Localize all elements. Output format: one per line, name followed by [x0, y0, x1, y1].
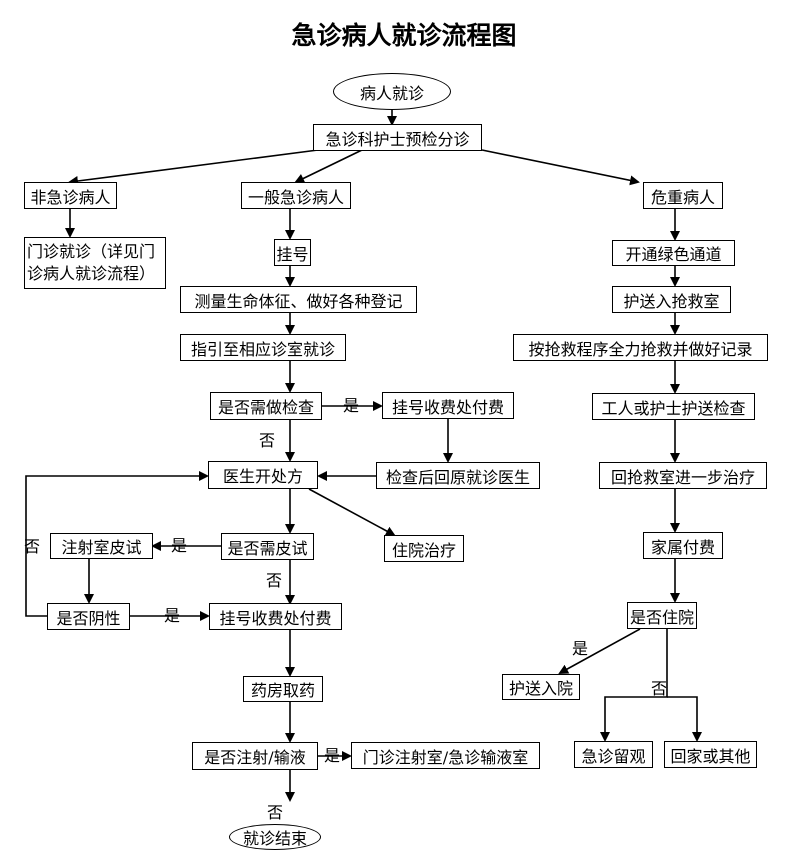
- label-no-skin: 否: [266, 571, 283, 590]
- pay-exam-node: 挂号收费处付费: [382, 392, 514, 419]
- label-yes-skin: 是: [171, 536, 188, 555]
- need-exam-node: 是否需做检查: [210, 392, 322, 420]
- injection-room-skin-node: 注射室皮试: [50, 533, 153, 559]
- label-no-exam: 否: [259, 431, 276, 450]
- observe-node: 急诊留观: [574, 741, 653, 768]
- triage-node: 急诊科护士预检分诊: [313, 124, 482, 151]
- pharmacy-node: 药房取药: [243, 676, 323, 702]
- escort-exam-node: 工人或护士护送检查: [592, 393, 755, 420]
- general-emergency-node: 一般急诊病人: [241, 182, 351, 209]
- pay-prescription-node: 挂号收费处付费: [209, 603, 342, 630]
- admit-check-node: 是否住院: [627, 602, 697, 629]
- rescue-node: 按抢救程序全力抢救并做好记录: [513, 334, 768, 361]
- need-skin-test-node: 是否需皮试: [221, 533, 314, 560]
- label-yes-admit: 是: [572, 639, 589, 658]
- green-channel-node: 开通绿色通道: [612, 240, 735, 266]
- guide-node: 指引至相应诊室就诊: [180, 334, 346, 361]
- prescribe-node: 医生开处方: [208, 461, 318, 489]
- escort-rescue-node: 护送入抢救室: [612, 286, 731, 313]
- negative-check-node: 是否阴性: [47, 603, 130, 630]
- label-yes-exam: 是: [343, 396, 360, 415]
- label-no-admit: 否: [651, 679, 668, 698]
- hospitalize-treat-node: 住院治疗: [384, 535, 464, 562]
- injection-room-node: 门诊注射室/急诊输液室: [351, 742, 540, 769]
- label-no-injection: 否: [267, 803, 284, 822]
- start-node: 病人就诊: [333, 73, 451, 110]
- family-pay-node: 家属付费: [643, 532, 723, 559]
- escort-admit-node: 护送入院: [502, 674, 580, 700]
- label-no-negative: 否: [24, 537, 41, 556]
- vitals-node: 测量生命体征、做好各种登记: [180, 286, 417, 313]
- home-node: 回家或其他: [664, 741, 757, 768]
- need-injection-node: 是否注射/输液: [192, 742, 318, 770]
- page-title: 急诊病人就诊流程图: [291, 21, 517, 50]
- outpatient-node: 门诊就诊（详见门诊病人就诊流程）: [24, 237, 166, 289]
- non-emergency-node: 非急诊病人: [24, 182, 117, 209]
- label-yes-injection: 是: [324, 746, 341, 765]
- end-node: 就诊结束: [229, 824, 321, 850]
- return-doctor-node: 检查后回原就诊医生: [376, 462, 540, 489]
- return-rescue-node: 回抢救室进一步治疗: [599, 462, 767, 489]
- critical-patient-node: 危重病人: [643, 182, 723, 209]
- register-node: 挂号: [274, 239, 311, 266]
- label-yes-negative: 是: [164, 606, 181, 625]
